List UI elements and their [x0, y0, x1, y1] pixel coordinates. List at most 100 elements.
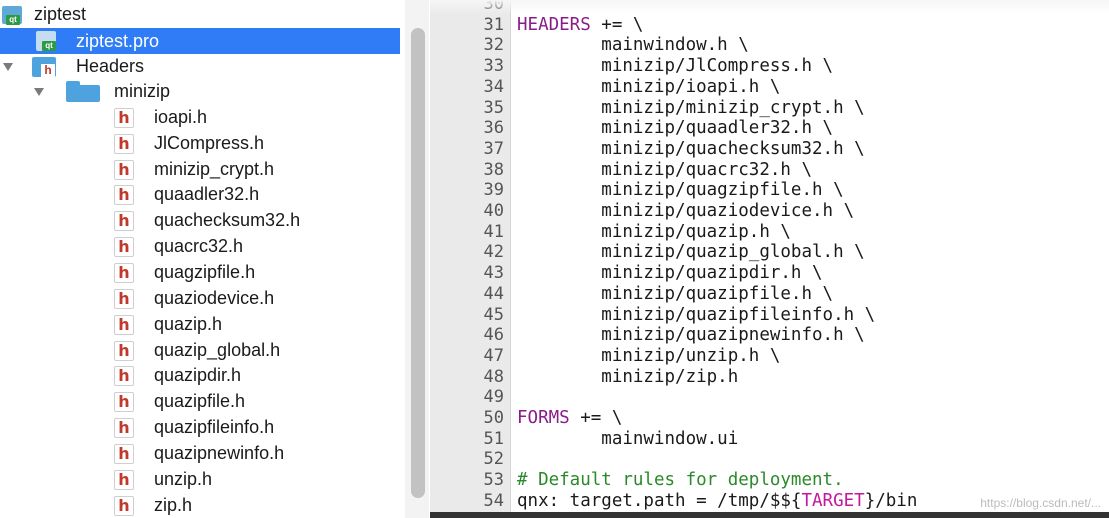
- tree-item-label: quazipnewinfo.h: [154, 443, 285, 463]
- header-file-icon: h: [114, 237, 134, 257]
- line-number: 46: [483, 325, 504, 346]
- code-line[interactable]: mainwindow.h \: [517, 35, 749, 56]
- tree-item-file[interactable]: h quazipnewinfo.h: [0, 441, 400, 466]
- code-editor[interactable]: 3031323334353637383940414243444546474849…: [430, 0, 1109, 518]
- qt-project-icon: [2, 6, 22, 25]
- tree-item-file[interactable]: h ioapi.h: [0, 105, 400, 130]
- watermark: https://blog.csdn.net/...: [980, 496, 1101, 510]
- tree-item-label: quazipfile.h: [154, 391, 246, 411]
- header-file-icon: h: [114, 185, 134, 205]
- line-number: 34: [483, 76, 504, 97]
- line-number: 37: [483, 138, 504, 159]
- tree-item-file[interactable]: h quazip_global.h: [0, 338, 400, 363]
- code-line[interactable]: minizip/quaziodevice.h \: [517, 201, 855, 221]
- code-line[interactable]: minizip/quazip.h \: [517, 221, 791, 242]
- line-number: 32: [483, 35, 504, 56]
- code-line[interactable]: minizip/minizip_crypt.h \: [517, 97, 865, 118]
- line-number: 54: [483, 490, 504, 511]
- tree-item-file[interactable]: h quachecksum32.h: [0, 208, 400, 233]
- tree-item-label: quaadler32.h: [154, 184, 260, 204]
- pro-file-icon: [36, 31, 56, 51]
- code-line[interactable]: minizip/JlCompress.h \: [517, 56, 834, 77]
- folder-icon: [66, 81, 100, 102]
- tree-item-file[interactable]: h quazipfile.h: [0, 389, 400, 414]
- header-file-icon: h: [114, 315, 134, 335]
- line-number: 39: [483, 180, 504, 201]
- tree-item-file[interactable]: h quaadler32.h: [0, 182, 400, 207]
- header-file-icon: h: [114, 418, 134, 438]
- chevron-down-icon[interactable]: [34, 88, 44, 96]
- tree-item-label: ziptest.pro: [76, 30, 160, 51]
- tree-item-ziptest[interactable]: ziptest: [0, 2, 400, 27]
- code-line[interactable]: qnx: target.path = /tmp/$${TARGET}/bin: [517, 490, 918, 511]
- tree-item-label: quacrc32.h: [154, 236, 244, 256]
- header-file-icon: h: [114, 160, 134, 180]
- line-number: 40: [483, 201, 504, 221]
- tree-item-label: minizip_crypt.h: [154, 159, 275, 179]
- tree-item-label: minizip: [114, 81, 171, 101]
- line-number: 33: [483, 56, 504, 77]
- code-line[interactable]: HEADERS += \: [517, 14, 644, 35]
- line-number: 35: [483, 97, 504, 118]
- tree-item-label: unzip.h: [154, 469, 213, 489]
- code-line[interactable]: minizip/quazipdir.h \: [517, 263, 823, 284]
- line-number: 50: [483, 408, 504, 428]
- tree-item-label: quazipdir.h: [154, 365, 242, 385]
- tree-item-label: quaziodevice.h: [154, 288, 275, 308]
- line-number: 41: [483, 221, 504, 242]
- tree-item-minizip[interactable]: minizip: [0, 79, 400, 104]
- chevron-down-icon[interactable]: [3, 63, 13, 71]
- code-line[interactable]: FORMS += \: [517, 408, 623, 428]
- tree-item-file[interactable]: h minizip_crypt.h: [0, 157, 400, 182]
- tree-item-file[interactable]: h quacrc32.h: [0, 234, 400, 259]
- code-line[interactable]: minizip/quazipnewinfo.h \: [517, 325, 865, 346]
- header-file-icon: h: [114, 392, 134, 412]
- tree-item-file[interactable]: h quagzipfile.h: [0, 260, 400, 285]
- tree-item-label: ioapi.h: [154, 107, 208, 127]
- tree-scrollbar[interactable]: [405, 0, 429, 518]
- tree-item-label: Headers: [76, 56, 145, 76]
- code-line[interactable]: minizip/unzip.h \: [517, 345, 781, 366]
- header-file-icon: h: [114, 211, 134, 231]
- code-line[interactable]: minizip/quacrc32.h \: [517, 159, 813, 180]
- tree-item-label: quazipfileinfo.h: [154, 417, 275, 437]
- code-line[interactable]: mainwindow.ui: [517, 428, 739, 449]
- tree-item-headers[interactable]: Headers: [0, 54, 400, 79]
- headers-folder-icon: [32, 57, 56, 77]
- code-line[interactable]: minizip/quaadler32.h \: [517, 118, 834, 139]
- line-number: 36: [483, 118, 504, 139]
- header-file-icon: h: [114, 263, 134, 283]
- header-file-icon: h: [114, 289, 134, 309]
- code-line[interactable]: minizip/zip.h: [517, 366, 739, 387]
- project-tree: ziptest ziptest.pro Headers minizip h io…: [0, 0, 400, 518]
- tree-item-file[interactable]: h quazipdir.h: [0, 363, 400, 388]
- code-line[interactable]: # Default rules for deployment.: [517, 470, 844, 491]
- line-number-gutter: 3031323334353637383940414243444546474849…: [430, 0, 511, 518]
- header-file-icon: h: [114, 470, 134, 490]
- line-number: 51: [483, 428, 504, 449]
- line-number: 49: [483, 387, 504, 408]
- code-line[interactable]: minizip/ioapi.h \: [517, 76, 781, 97]
- code-line[interactable]: minizip/quachecksum32.h \: [517, 138, 865, 159]
- code-line[interactable]: minizip/quagzipfile.h \: [517, 180, 844, 201]
- tree-item-ziptest-pro[interactable]: ziptest.pro: [0, 28, 400, 54]
- tree-item-file[interactable]: h unzip.h: [0, 467, 400, 492]
- header-file-icon: h: [114, 134, 134, 154]
- tree-item-label: quagzipfile.h: [154, 262, 256, 282]
- tree-item-file[interactable]: h quazipfileinfo.h: [0, 415, 400, 440]
- code-line[interactable]: minizip/quazip_global.h \: [517, 242, 865, 263]
- line-number: 45: [483, 304, 504, 325]
- line-number: 31: [483, 14, 504, 35]
- tree-item-file[interactable]: h JlCompress.h: [0, 131, 400, 156]
- tree-item-label: zip.h: [154, 495, 193, 515]
- tree-item-file[interactable]: h quazip.h: [0, 312, 400, 337]
- code-line[interactable]: minizip/quazipfileinfo.h \: [517, 304, 876, 325]
- header-file-icon: h: [114, 366, 134, 386]
- tree-item-label: quachecksum32.h: [154, 210, 301, 230]
- scrollbar-thumb[interactable]: [411, 28, 425, 498]
- tree-item-file[interactable]: h zip.h: [0, 493, 400, 518]
- tree-item-label: quazip_global.h: [154, 340, 281, 360]
- line-number: 43: [483, 263, 504, 284]
- code-line[interactable]: minizip/quazipfile.h \: [517, 283, 834, 304]
- tree-item-file[interactable]: h quaziodevice.h: [0, 286, 400, 311]
